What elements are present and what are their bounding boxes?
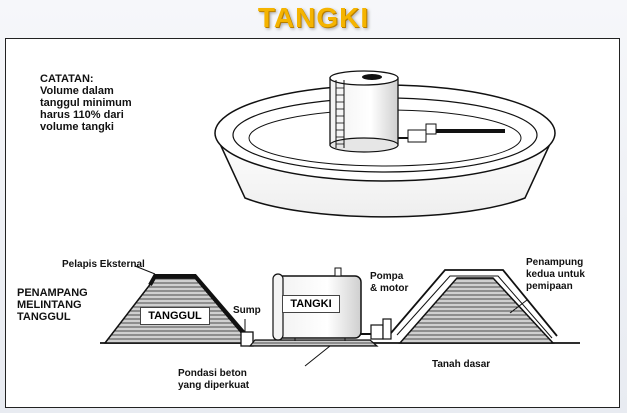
slide-title: TANGKI	[257, 2, 370, 33]
label-pump-motor: Pompa & motor	[370, 271, 409, 294]
label-dike: TANGGUL	[140, 307, 210, 325]
label-sump: Sump	[233, 305, 261, 316]
label-secondary-containment: Penampung kedua untuk pemipaan	[526, 257, 585, 292]
label-tank: TANGKI	[282, 295, 340, 313]
label-cross-section: PENAMPANG MELINTANG TANGGUL	[17, 287, 88, 323]
label-ground: Tanah dasar	[432, 359, 491, 370]
foundation-slab	[248, 339, 379, 367]
sump	[240, 319, 254, 347]
right-dike	[390, 269, 558, 344]
tank-3d	[329, 70, 505, 153]
left-dike	[103, 265, 252, 344]
note-text: CATATAN: Volume dalam tanggul minimum ha…	[40, 73, 132, 133]
label-external-coating: Pelapis Eksternal	[62, 259, 145, 270]
pump-motor	[361, 318, 392, 340]
label-foundation: Pondasi beton yang diperkuat	[178, 368, 250, 391]
